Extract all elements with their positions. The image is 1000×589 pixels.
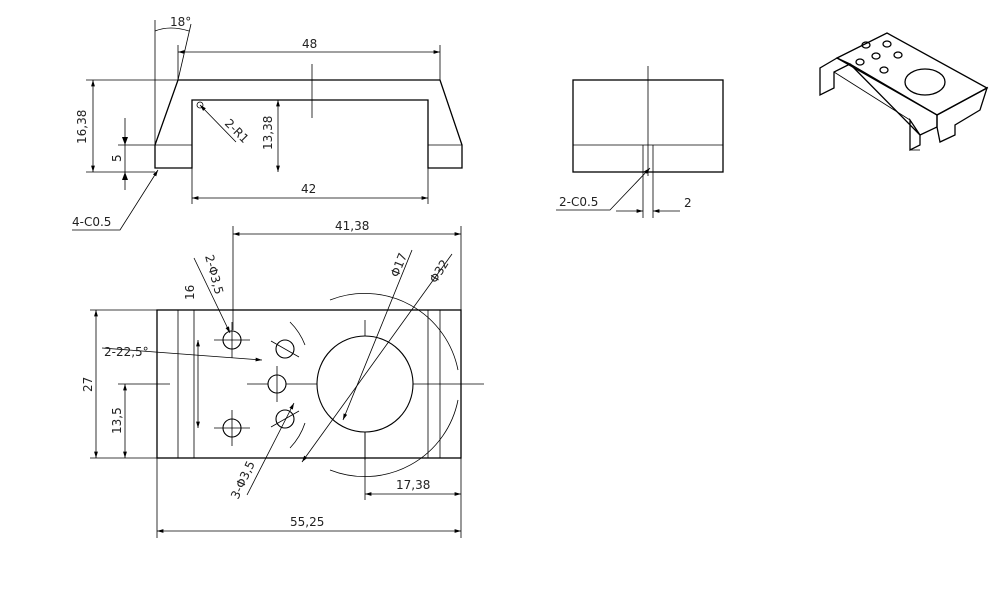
angle-arc	[154, 27, 190, 32]
iso-front-face	[849, 63, 938, 152]
bore-inner-leader	[342, 249, 413, 421]
front-chamfer-label: 4-C0.5	[72, 215, 111, 229]
hole-small-leader	[193, 257, 231, 334]
hole-pattern-arc-upper	[289, 321, 306, 346]
front-inner-width-label: 42	[301, 182, 316, 196]
iso-hole-3	[871, 52, 881, 60]
fillet-leader	[199, 104, 237, 143]
top-view: 41,38 2-Φ3,5 Φ17 Φ32 16 2-22,5° 27 13,5 …	[81, 219, 484, 538]
front-view: 18° 48 16,38 5 13,38 2-R1 42 4-C0.5	[72, 15, 463, 231]
top-holes-three-label: 3-Φ3,5	[228, 459, 258, 502]
iso-inner-edge-3	[939, 134, 956, 143]
isometric-view	[819, 32, 989, 152]
top-center-offset-label: 17,38	[396, 478, 430, 492]
iso-right-face	[936, 86, 989, 143]
iso-hole-5	[855, 58, 865, 66]
iso-hole-4	[893, 51, 903, 59]
angle-leader	[101, 347, 263, 362]
front-view-outline	[154, 79, 463, 169]
top-length-label: 55,25	[290, 515, 324, 529]
dim-5-arrow-top	[122, 137, 128, 145]
bore-outer-leader	[301, 253, 453, 463]
top-bore-outer-label: Φ32	[427, 257, 452, 285]
side-chamfer-leader	[556, 167, 651, 211]
iso-inner-edge-1	[833, 71, 911, 121]
hole-crosshair-6	[270, 410, 300, 428]
top-bore-inner-label: Φ17	[388, 251, 410, 279]
iso-bore	[904, 68, 946, 96]
bore-outer-circle-arc-upper	[329, 293, 459, 371]
front-height-inner-label: 13,38	[261, 116, 275, 150]
iso-hole-2	[882, 40, 892, 48]
top-spacing-label: 16	[183, 285, 197, 300]
dim-5-arrow-bottom	[122, 172, 128, 180]
chamfer-leader	[72, 169, 159, 231]
top-half-depth-label: 13,5	[110, 407, 124, 434]
side-chamfer-label: 2-C0.5	[559, 195, 598, 209]
bore-outer-circle-arc-lower	[329, 399, 459, 477]
iso-hole-6	[879, 66, 889, 74]
top-depth-label: 27	[81, 377, 95, 392]
side-slot-width-label: 2	[684, 196, 692, 210]
front-foot-height-label: 5	[110, 154, 124, 162]
top-offset-label: 41,38	[335, 219, 369, 233]
front-angle-label: 18°	[170, 15, 191, 29]
side-view: 2-C0.5 2	[556, 66, 724, 218]
hole-pattern-arc-lower	[289, 422, 306, 449]
front-fillet-label: 2-R1	[222, 116, 252, 146]
bore-circle	[316, 335, 414, 433]
holes-three-leader	[246, 402, 295, 496]
top-angle-label: 2-22,5°	[104, 345, 149, 359]
front-width-top-label: 48	[302, 37, 317, 51]
iso-hole-1	[861, 41, 871, 49]
top-hole-small-label: 2-Φ3,5	[202, 253, 226, 296]
hole-crosshair-5	[270, 340, 300, 358]
front-height-total-label: 16,38	[75, 110, 89, 144]
